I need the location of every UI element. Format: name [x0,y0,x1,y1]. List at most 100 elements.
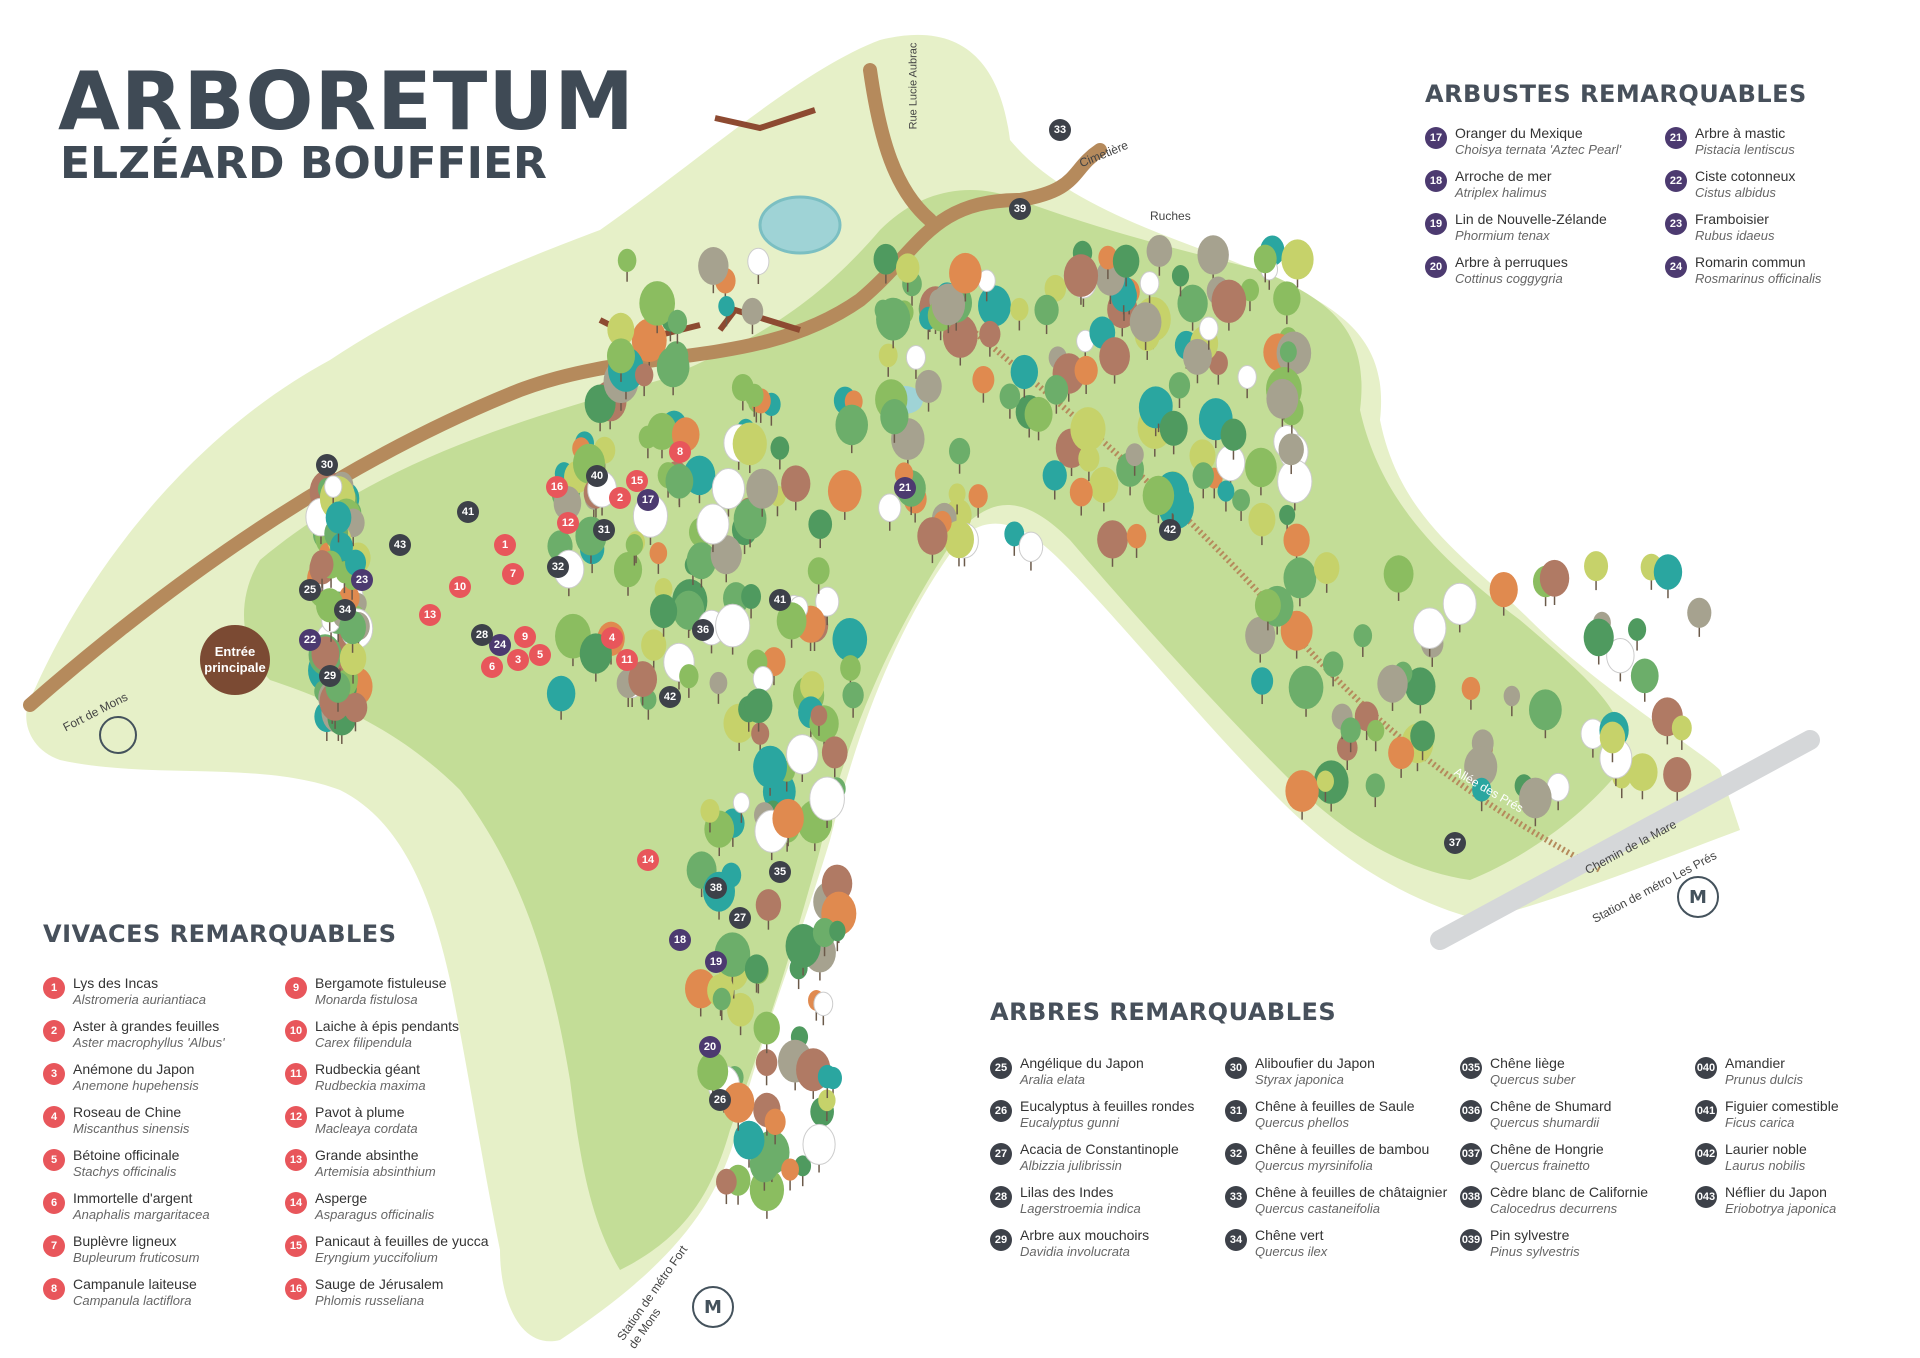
tree-icon [1168,372,1191,409]
map-marker[interactable]: 4 [601,627,623,649]
map-marker[interactable]: 12 [557,512,579,534]
map-marker[interactable]: 18 [669,929,691,951]
legend-number: 14 [285,1192,307,1214]
map-marker[interactable]: 23 [351,569,373,591]
map-marker[interactable]: 30 [316,454,338,476]
wood-structure [714,107,816,132]
map-marker[interactable]: 15 [626,470,648,492]
common-name: Figuier comestible [1725,1098,1839,1114]
legend-number: 11 [285,1063,307,1085]
tree-icon [1606,637,1635,682]
map-marker[interactable]: 11 [616,649,638,671]
map-marker[interactable]: 26 [709,1089,731,1111]
tree-icon [755,889,782,930]
map-marker[interactable]: 6 [481,656,503,678]
tree-icon [1129,302,1162,350]
common-name: Bétoine officinale [73,1147,180,1163]
map-marker[interactable]: 17 [637,489,659,511]
tree-icon [1273,281,1301,325]
map-marker[interactable]: 25 [299,579,321,601]
legend-number: 33 [1225,1186,1247,1208]
map-marker[interactable]: 21 [894,477,916,499]
map-marker[interactable]: 29 [319,665,341,687]
tree-icon [1580,718,1606,758]
tree-icon [1687,597,1712,637]
map-marker[interactable]: 9 [514,626,536,648]
map-marker[interactable]: 36 [692,619,714,641]
common-name: Panicaut à feuilles de yucca [315,1233,489,1249]
tree-icon [1063,254,1099,305]
tree-icon [835,404,868,454]
latin-name: Macleaya cordata [315,1121,418,1136]
tree-icon [1010,297,1029,331]
map-marker[interactable]: 35 [769,861,791,883]
map-marker[interactable]: 13 [419,604,441,626]
tree-icon [679,664,699,698]
map-marker[interactable]: 8 [669,441,691,463]
map-marker[interactable]: 1 [494,534,516,556]
legend-number: 038 [1460,1186,1482,1208]
tree-icon [1388,736,1415,778]
common-name: Arbre à perruques [1455,254,1568,270]
map-marker[interactable]: 41 [457,501,479,523]
legend-number: 043 [1695,1186,1717,1208]
map-marker[interactable]: 10 [449,576,471,598]
map-marker[interactable]: 40 [586,465,608,487]
tree-icon [809,776,845,828]
tree-icon [638,425,658,459]
common-name: Rudbeckia géant [315,1061,421,1077]
label-ruches: Ruches [1150,209,1191,223]
map-marker[interactable]: 28 [471,624,493,646]
latin-name: Davidia involucrata [1020,1244,1130,1259]
tree-icon [1199,316,1219,350]
legend-number: 1 [43,977,65,999]
map-marker[interactable]: 5 [529,644,551,666]
common-name: Cèdre blanc de Californie [1490,1184,1648,1200]
map-marker[interactable]: 20 [699,1036,721,1058]
tree-icon [1503,685,1521,717]
map-marker[interactable]: 7 [502,563,524,585]
tree-icon [1283,557,1317,607]
map-marker[interactable]: 14 [637,849,659,871]
map-marker[interactable]: 16 [546,476,568,498]
map-marker[interactable]: 24 [489,634,511,656]
map-marker[interactable]: 27 [729,907,751,929]
map-marker[interactable]: 37 [1444,832,1466,854]
tree-icon [880,399,909,443]
tree-icon [1192,462,1214,499]
map-marker[interactable]: 42 [659,686,681,708]
tree-icon [1044,375,1069,414]
common-name: Néflier du Japon [1725,1184,1827,1200]
tree-icon [821,736,848,778]
map-marker[interactable]: 19 [705,951,727,973]
tree-icon [641,629,667,670]
latin-name: Rubus idaeus [1695,228,1775,243]
tree-icon [895,253,920,292]
map-marker[interactable]: 42 [1159,519,1181,541]
legend-number: 26 [990,1100,1012,1122]
map-marker[interactable]: 32 [547,556,569,578]
map-marker[interactable]: 33 [1049,119,1071,141]
map-marker[interactable]: 41 [769,589,791,611]
map-marker[interactable]: 38 [705,877,727,899]
map-marker[interactable]: 34 [334,599,356,621]
map-marker[interactable]: 31 [593,519,615,541]
map-marker[interactable]: 43 [389,534,411,556]
map-marker[interactable]: 22 [299,629,321,651]
map-marker[interactable]: 2 [609,487,631,509]
tree-icon [827,470,862,520]
map-marker[interactable]: 3 [507,649,529,671]
map-marker[interactable]: 39 [1009,198,1031,220]
common-name: Chêne de Shumard [1490,1098,1612,1114]
latin-name: Albizzia julibrissin [1020,1158,1122,1173]
